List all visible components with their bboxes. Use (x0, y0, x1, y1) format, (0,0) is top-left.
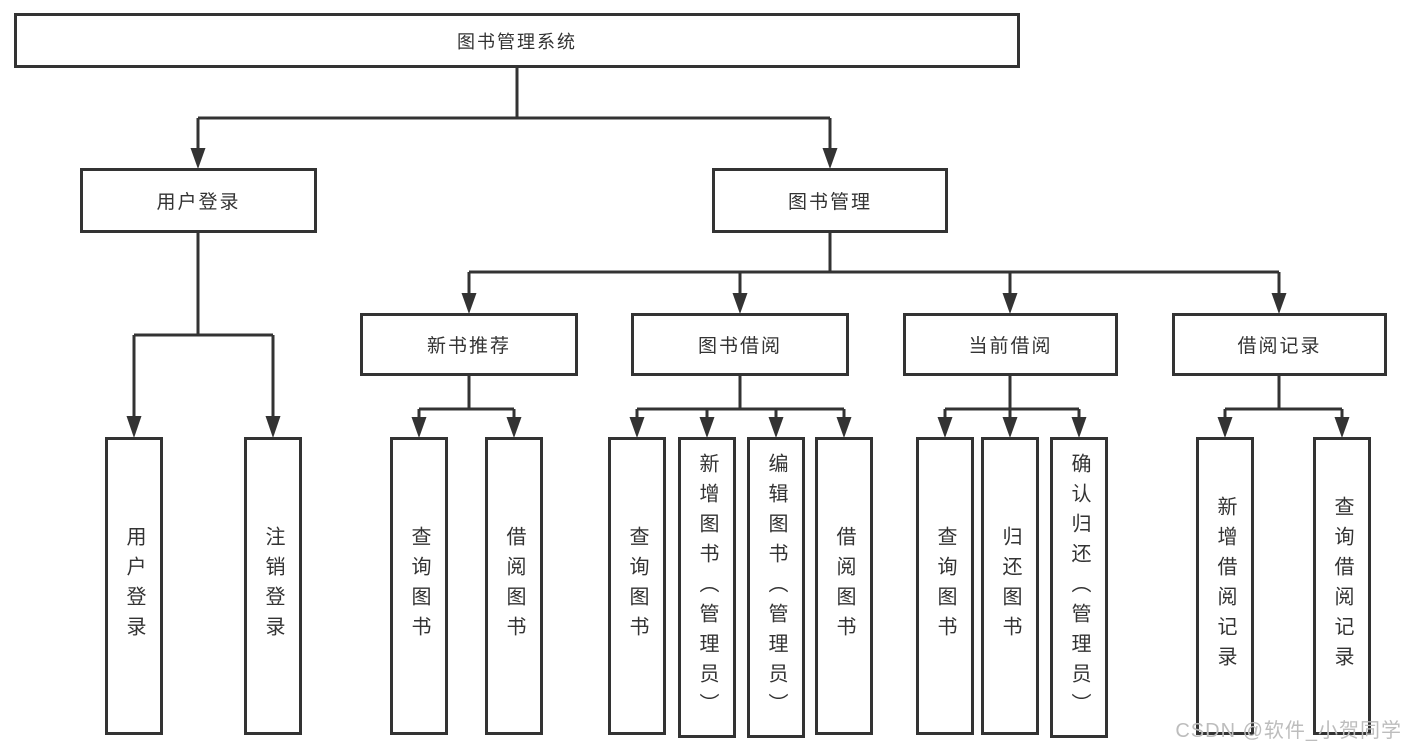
leaf-borrow-books-2: 借阅图书 (815, 437, 873, 735)
leaf-label: 新增图书（管理员） (696, 452, 718, 723)
leaf-query-borrow-record: 查询借阅记录 (1313, 437, 1371, 735)
leaf-query-books-3: 查询图书 (916, 437, 974, 735)
leaf-label: 借阅图书 (503, 526, 525, 646)
leaf-label: 查询图书 (408, 526, 430, 646)
leaf-label: 查询图书 (934, 526, 956, 646)
connector-current-borrow-branch (937, 376, 1087, 438)
leaf-add-borrow-record: 新增借阅记录 (1196, 437, 1254, 735)
csdn-watermark: CSDN @软件_小贺同学 (1175, 720, 1402, 742)
leaf-query-books-2: 查询图书 (608, 437, 666, 735)
node-label: 当前借阅 (968, 336, 1053, 357)
node-book-borrow: 图书借阅 (631, 313, 849, 376)
leaf-logout: 注销登录 (244, 437, 302, 735)
leaf-label: 注销登录 (262, 526, 284, 646)
leaf-label: 归还图书 (999, 526, 1021, 646)
connector-book-borrow-branch (629, 376, 852, 438)
connector-book-management-branch (461, 232, 1287, 314)
node-user-login: 用户登录 (80, 168, 317, 233)
node-label: 用户登录 (156, 192, 241, 213)
leaf-label: 确认归还（管理员） (1068, 452, 1090, 723)
node-label: 图书管理 (787, 192, 872, 213)
leaf-label: 编辑图书（管理员） (765, 452, 787, 723)
connector-borrow-records-branch (1217, 376, 1350, 438)
leaf-return-book: 归还图书 (981, 437, 1039, 735)
leaf-label: 借阅图书 (833, 526, 855, 646)
node-label: 新书推荐 (426, 336, 511, 357)
leaf-edit-book-admin: 编辑图书（管理员） (747, 437, 805, 738)
node-label: 图书借阅 (697, 336, 782, 357)
node-book-management: 图书管理 (712, 168, 948, 233)
connector-root-to-level2 (190, 68, 838, 169)
leaf-label: 新增借阅记录 (1214, 496, 1236, 676)
leaf-label: 查询图书 (626, 526, 648, 646)
node-new-book-recommend: 新书推荐 (360, 313, 578, 376)
leaf-confirm-return-admin: 确认归还（管理员） (1050, 437, 1108, 738)
leaf-user-login: 用户登录 (105, 437, 163, 735)
node-label: 借阅记录 (1237, 336, 1322, 357)
leaf-add-book-admin: 新增图书（管理员） (678, 437, 736, 738)
leaf-query-books-1: 查询图书 (390, 437, 448, 735)
node-current-borrow: 当前借阅 (903, 313, 1118, 376)
node-library-management-system: 图书管理系统 (14, 13, 1020, 68)
leaf-label: 用户登录 (123, 526, 145, 646)
connector-user-login-branch (126, 233, 281, 438)
leaf-label: 查询借阅记录 (1331, 496, 1353, 676)
connector-new-book-branch (411, 376, 522, 438)
leaf-borrow-books-1: 借阅图书 (485, 437, 543, 735)
node-borrow-records: 借阅记录 (1172, 313, 1387, 376)
node-label: 图书管理系统 (457, 31, 577, 52)
